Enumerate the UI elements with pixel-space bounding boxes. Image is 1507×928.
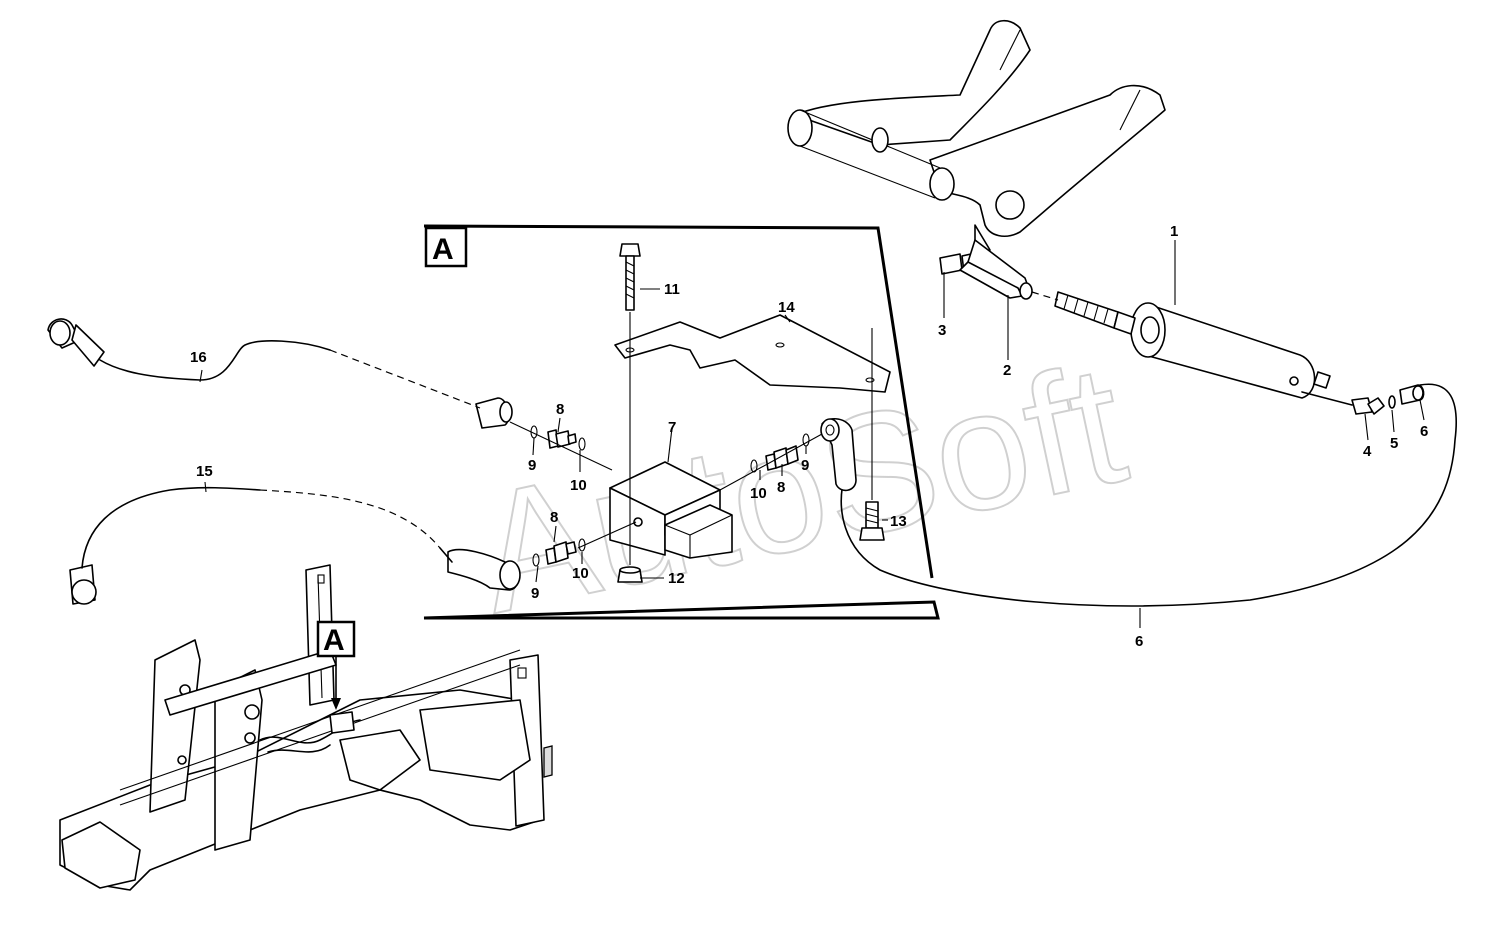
callout-16: 16 bbox=[190, 349, 207, 366]
upper-fittings-right bbox=[750, 417, 857, 492]
bolt-11 bbox=[619, 243, 641, 311]
callout-7: 7 bbox=[668, 419, 676, 436]
callout-10-lower: 10 bbox=[572, 565, 589, 582]
pin-assembly bbox=[939, 239, 1059, 301]
bolt-13 bbox=[859, 501, 885, 541]
callout-15: 15 bbox=[196, 463, 213, 480]
machine-frame bbox=[59, 564, 553, 891]
upper-fittings-left bbox=[475, 397, 586, 451]
callout-4: 4 bbox=[1363, 443, 1372, 460]
callout-8-upper-left: 8 bbox=[556, 401, 564, 418]
callout-13: 13 bbox=[890, 513, 907, 530]
bracket-14 bbox=[614, 314, 891, 393]
detail-frame bbox=[423, 224, 940, 620]
lower-fittings bbox=[447, 538, 586, 591]
callout-11: 11 bbox=[664, 281, 680, 298]
callout-6-hose: 6 bbox=[1135, 633, 1143, 650]
upper-line-left bbox=[509, 421, 613, 471]
lower-line bbox=[577, 521, 637, 549]
valve-block-7 bbox=[609, 461, 733, 559]
callout-8-lower: 8 bbox=[550, 509, 558, 526]
hose-15 bbox=[69, 486, 453, 605]
hose-16 bbox=[47, 318, 481, 409]
callout-10-upper-right: 10 bbox=[750, 485, 767, 502]
hydraulic-cylinder bbox=[1054, 291, 1353, 406]
hose-6 bbox=[840, 383, 1457, 607]
cylinder-end-fittings bbox=[1351, 384, 1425, 415]
callout-10-upper-left: 10 bbox=[570, 477, 587, 494]
callout-9-upper-left: 9 bbox=[528, 457, 536, 474]
detail-view-label: A bbox=[432, 233, 454, 266]
callout-5: 5 bbox=[1390, 435, 1398, 452]
detail-label-box bbox=[424, 226, 468, 268]
callout-2: 2 bbox=[1003, 362, 1011, 379]
callout-1: 1 bbox=[1170, 223, 1178, 240]
callout-12: 12 bbox=[668, 570, 685, 587]
callout-9-lower: 9 bbox=[531, 585, 539, 602]
lift-arm bbox=[787, 19, 1166, 263]
callout-6-fitting: 6 bbox=[1420, 423, 1428, 440]
overview-marker-label: A bbox=[323, 624, 345, 657]
callout-3: 3 bbox=[938, 322, 946, 339]
callout-numbers: 1 2 3 4 5 6 6 7 8 8 8 9 9 9 10 10 10 11 … bbox=[190, 223, 1428, 650]
nut-12 bbox=[617, 566, 643, 583]
callout-9-upper-right: 9 bbox=[801, 457, 809, 474]
callout-leaders bbox=[199, 240, 1425, 628]
callout-8-upper-right: 8 bbox=[777, 479, 785, 496]
upper-line-right bbox=[719, 433, 823, 491]
callout-14: 14 bbox=[778, 299, 795, 316]
